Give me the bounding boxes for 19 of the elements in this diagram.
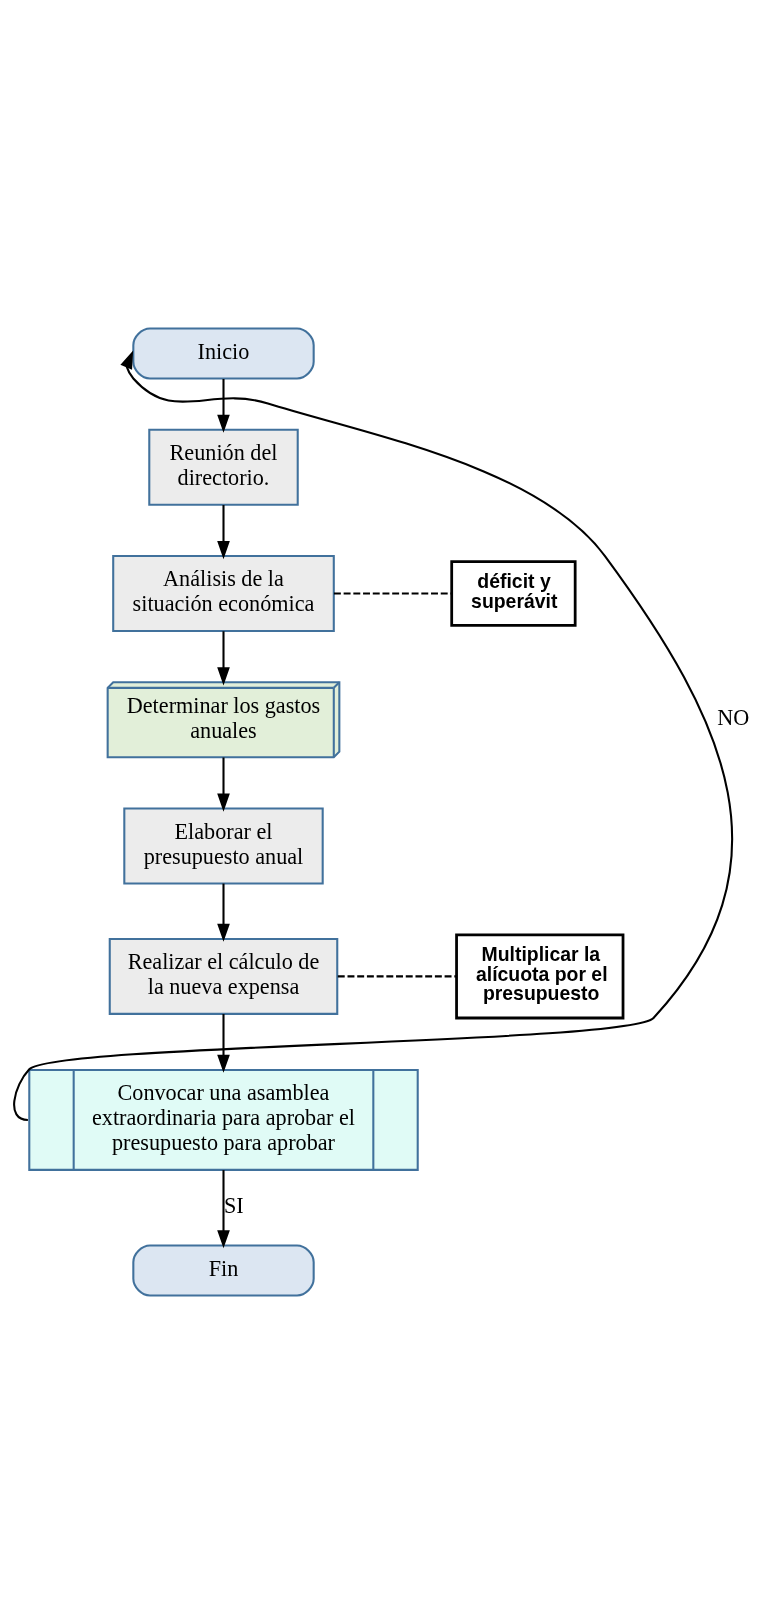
arrow — [217, 1170, 230, 1249]
node-box: Reunión del directorio. — [148, 428, 299, 506]
node-box: Inicio — [132, 327, 315, 380]
node-box: déficit y superávit — [450, 560, 577, 627]
node-box: Elaborar el presupuesto anual — [123, 807, 324, 885]
arrow — [217, 379, 230, 433]
arrow — [217, 631, 230, 686]
node-box: Fin — [132, 1244, 315, 1297]
arrow — [217, 505, 230, 560]
node-box: Análisis de la situación económica — [112, 555, 335, 632]
edge-label: NO — [717, 705, 750, 731]
arrow — [217, 757, 230, 812]
arrow — [217, 883, 230, 942]
arrow — [217, 1014, 230, 1073]
edge-label: SI — [224, 1193, 244, 1219]
node-box: Multiplicar la alícuota por el presupuesto — [455, 933, 625, 1020]
connector — [333, 592, 452, 595]
connector — [337, 975, 457, 978]
node-box: Realizar el cálculo de la nueva expensa — [108, 937, 339, 1015]
